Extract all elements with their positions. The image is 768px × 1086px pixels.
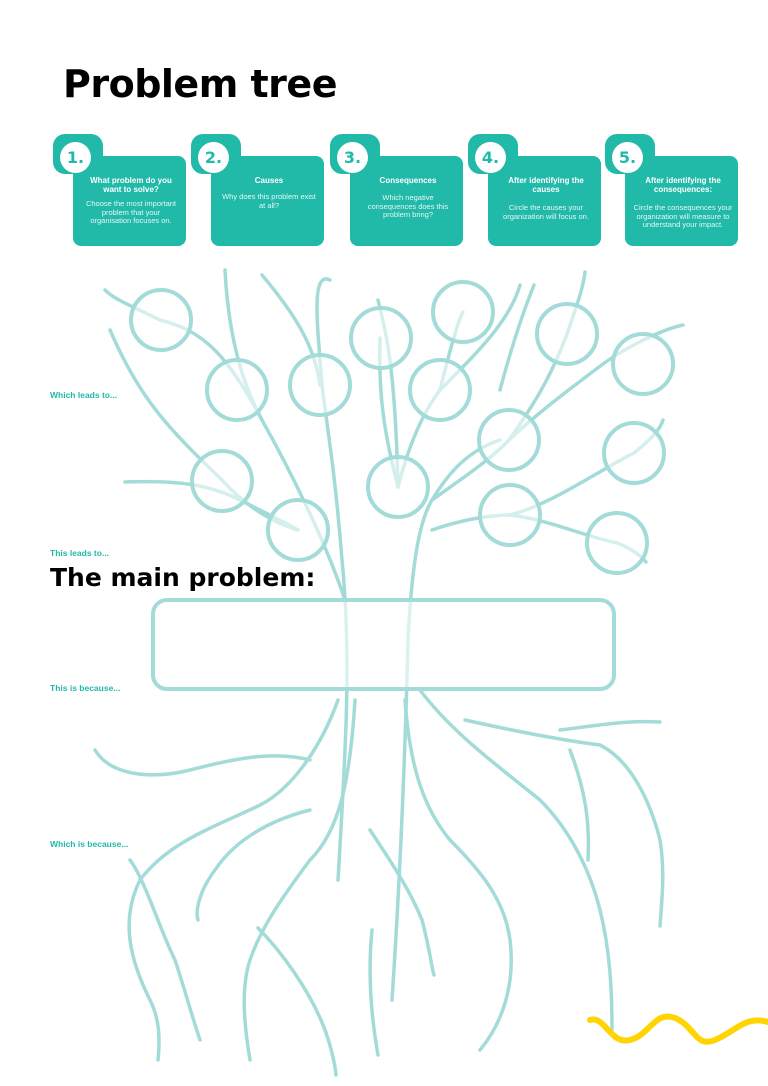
step-number: 2. [198, 142, 229, 173]
step-number: 1. [60, 142, 91, 173]
cause-circle[interactable] [611, 332, 675, 396]
step-title: After identifying the consequences: [645, 176, 721, 194]
step-card-5: 5. After identifying the consequences: C… [605, 134, 738, 246]
cause-circle[interactable] [602, 421, 666, 485]
step-description: Which negative consequences does this pr… [367, 193, 449, 219]
step-number: 3. [337, 142, 368, 173]
main-problem-box[interactable] [151, 598, 616, 691]
step-description: Circle the causes your organization will… [503, 203, 589, 221]
step-description: Circle the consequences your organizatio… [633, 203, 733, 229]
cause-circle[interactable] [408, 358, 472, 422]
step-title: Causes [254, 176, 284, 185]
cause-circle[interactable] [477, 408, 541, 472]
cause-circle[interactable] [288, 353, 352, 417]
step-description: Why does this problem exist at all? [222, 192, 316, 210]
step-card-2: 2. Causes Why does this problem exist at… [191, 134, 324, 246]
cause-circle[interactable] [366, 455, 430, 519]
label-this-leads-to: This leads to... [50, 548, 110, 558]
cause-circle[interactable] [431, 280, 495, 344]
empty-circles [129, 280, 675, 575]
step-description: Choose the most important problem that y… [85, 199, 177, 225]
step-number: 4. [475, 142, 506, 173]
cause-circle[interactable] [535, 302, 599, 366]
step-number: 5. [612, 142, 643, 173]
cause-circle[interactable] [585, 511, 649, 575]
main-problem-heading: The main problem: [50, 563, 316, 592]
step-title: What problem do you want to solve? [90, 176, 172, 194]
step-card-3: 3. Consequences Which negative consequen… [330, 134, 463, 246]
step-title: After identifying the causes [508, 176, 584, 194]
step-card-4: 4. After identifying the causes Circle t… [468, 134, 601, 246]
cause-circle[interactable] [266, 498, 330, 562]
cause-circle[interactable] [190, 449, 254, 513]
step-title: Consequences [379, 176, 437, 185]
cause-circle[interactable] [478, 483, 542, 547]
label-which-leads-to: Which leads to... [50, 390, 118, 400]
cause-circle[interactable] [349, 306, 413, 370]
cause-circle[interactable] [205, 358, 269, 422]
cause-circle[interactable] [129, 288, 193, 352]
label-which-is-because: Which is because... [50, 839, 129, 849]
page-title: Problem tree [63, 62, 337, 106]
decorative-wave [587, 1013, 768, 1045]
step-card-1: 1. What problem do you want to solve? Ch… [53, 134, 186, 246]
label-this-is-because: This is because... [50, 683, 121, 693]
